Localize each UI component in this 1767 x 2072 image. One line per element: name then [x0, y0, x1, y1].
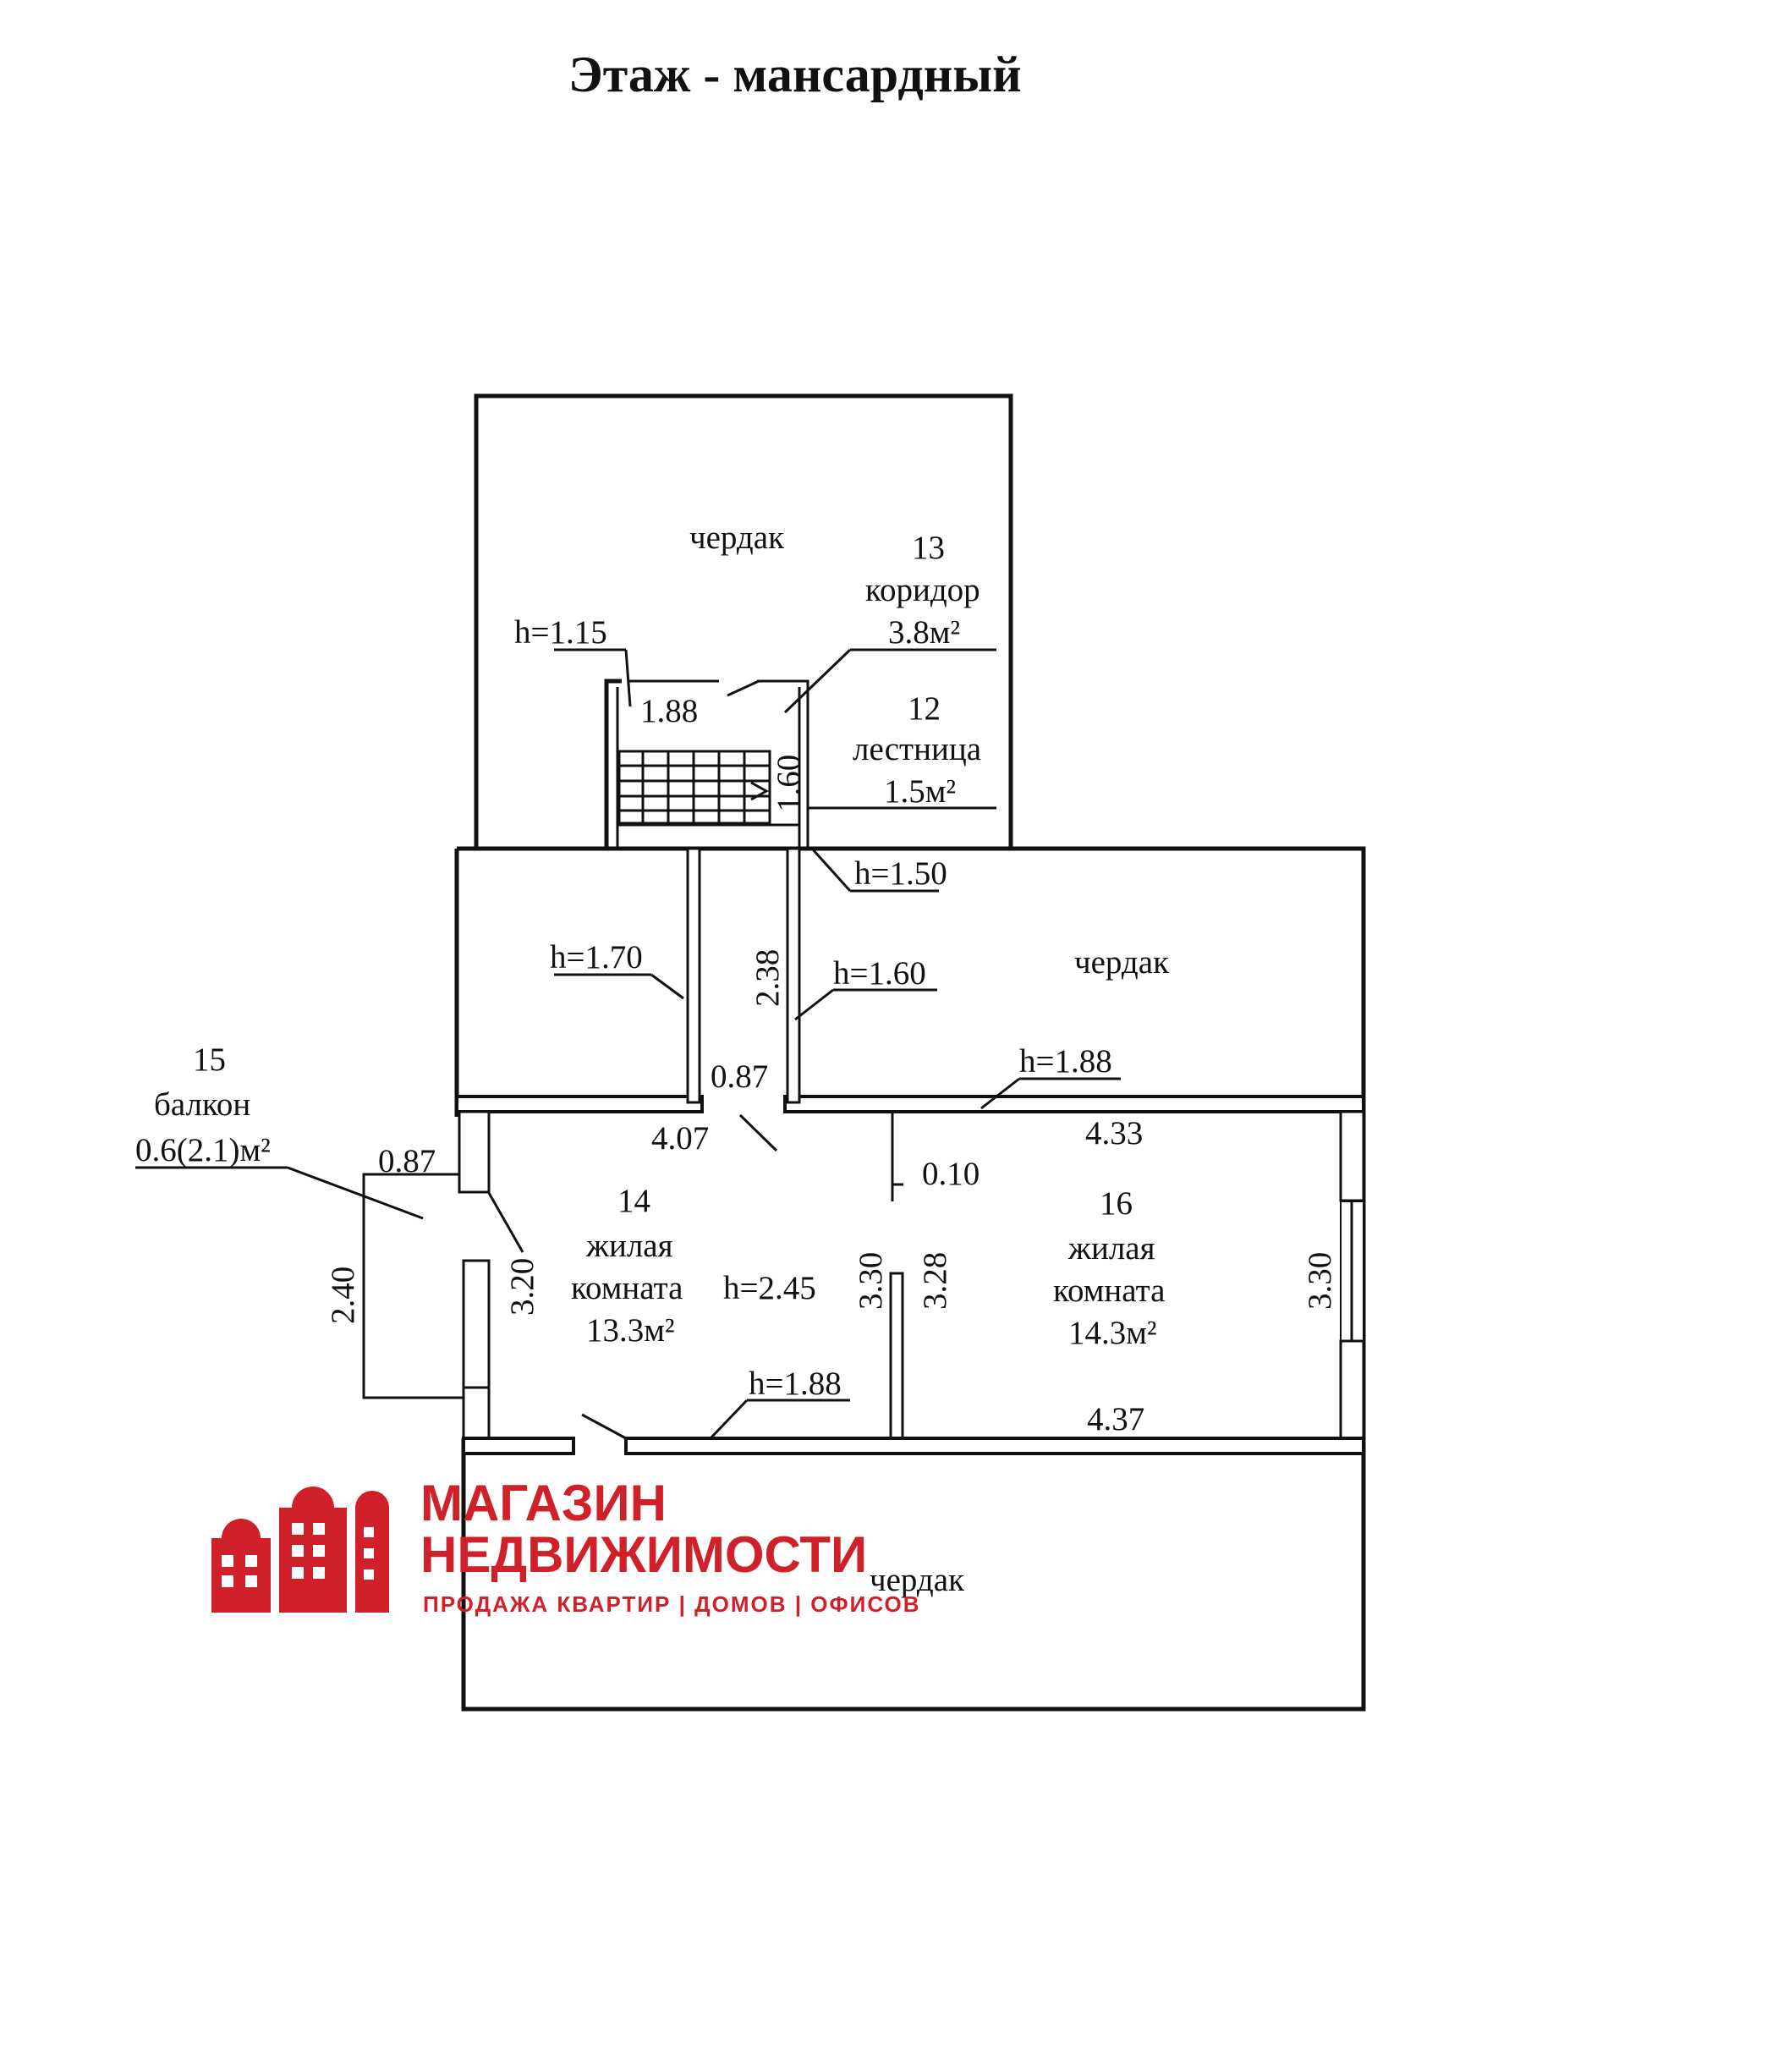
room-labels: чердак 13 коридор 3.8м² 12 лестница 1.5м… — [135, 519, 1169, 1598]
dimension-label: 3.30 — [1302, 1252, 1338, 1310]
dimension-label: 1.88 — [640, 693, 698, 729]
room14-name1: жилая — [585, 1228, 673, 1264]
dimension-label: 0.87 — [711, 1058, 768, 1095]
balcony-name: балкон — [154, 1086, 250, 1123]
height-label: h=1.88 — [1019, 1043, 1112, 1080]
height-label: h=1.88 — [749, 1366, 842, 1402]
room14-number: 14 — [617, 1183, 650, 1219]
dimension-label: 4.07 — [651, 1120, 709, 1157]
stairs-number: 12 — [908, 690, 941, 727]
corridor-number: 13 — [912, 530, 945, 566]
height-label: h=1.15 — [514, 614, 607, 651]
room16-area: 14.3м² — [1068, 1315, 1157, 1351]
height-label: h=1.60 — [833, 955, 926, 992]
room16-name2: комната — [1053, 1272, 1165, 1309]
stairs-area: 1.5м² — [884, 773, 956, 810]
attic-bottom-label: чердак — [870, 1562, 964, 1598]
ceiling-heights: h=1.15 h=1.50 h=1.70 h=1.60 h=1.88 h=2.4… — [514, 614, 1112, 1402]
company-logo: МАГАЗИН НЕДВИЖИМОСТИ ПРОДАЖА КВАРТИР | Д… — [211, 1475, 920, 1617]
attic-right-label: чердак — [1074, 944, 1169, 981]
logo-tagline: ПРОДАЖА КВАРТИР | ДОМОВ | ОФИСОВ — [423, 1591, 920, 1617]
room16-name1: жилая — [1067, 1230, 1155, 1267]
room14-name2: комната — [571, 1270, 683, 1306]
attic-top-label: чердак — [689, 519, 784, 556]
plan-title: Этаж - мансардный — [568, 47, 1022, 102]
logo-line1: МАГАЗИН — [420, 1475, 667, 1531]
dimension-label: 2.40 — [325, 1267, 361, 1324]
corridor-name: коридор — [865, 572, 980, 608]
dimension-label: 3.30 — [853, 1252, 889, 1310]
dimensions: 1.88 1.60 2.38 0.87 4.07 4.33 0.10 0.87 … — [325, 693, 1338, 1437]
dimension-label: 4.33 — [1085, 1115, 1143, 1151]
height-label: h=2.45 — [723, 1270, 816, 1306]
staircase — [617, 750, 771, 825]
buildings-icon — [211, 1487, 389, 1613]
dimension-label: 4.37 — [1087, 1401, 1144, 1437]
logo-line2: НЕДВИЖИМОСТИ — [420, 1526, 867, 1583]
height-label: h=1.70 — [550, 939, 643, 976]
walls — [362, 393, 1366, 1712]
leader-lines — [135, 648, 1121, 1440]
dimension-label: 1.60 — [771, 755, 807, 812]
dimension-label: 3.20 — [504, 1258, 541, 1316]
corridor-area: 3.8м² — [888, 614, 960, 651]
balcony-number: 15 — [193, 1041, 226, 1078]
room14-area: 13.3м² — [586, 1312, 675, 1349]
dimension-label: 2.38 — [749, 949, 786, 1007]
dimension-label: 0.87 — [378, 1143, 436, 1179]
dimension-label: 0.10 — [922, 1156, 980, 1192]
dimension-label: 3.28 — [917, 1252, 953, 1310]
room16-number: 16 — [1100, 1185, 1133, 1222]
balcony-area: 0.6(2.1)м² — [135, 1132, 271, 1168]
stairs-name: лестница — [853, 731, 981, 767]
height-label: h=1.50 — [854, 855, 947, 892]
